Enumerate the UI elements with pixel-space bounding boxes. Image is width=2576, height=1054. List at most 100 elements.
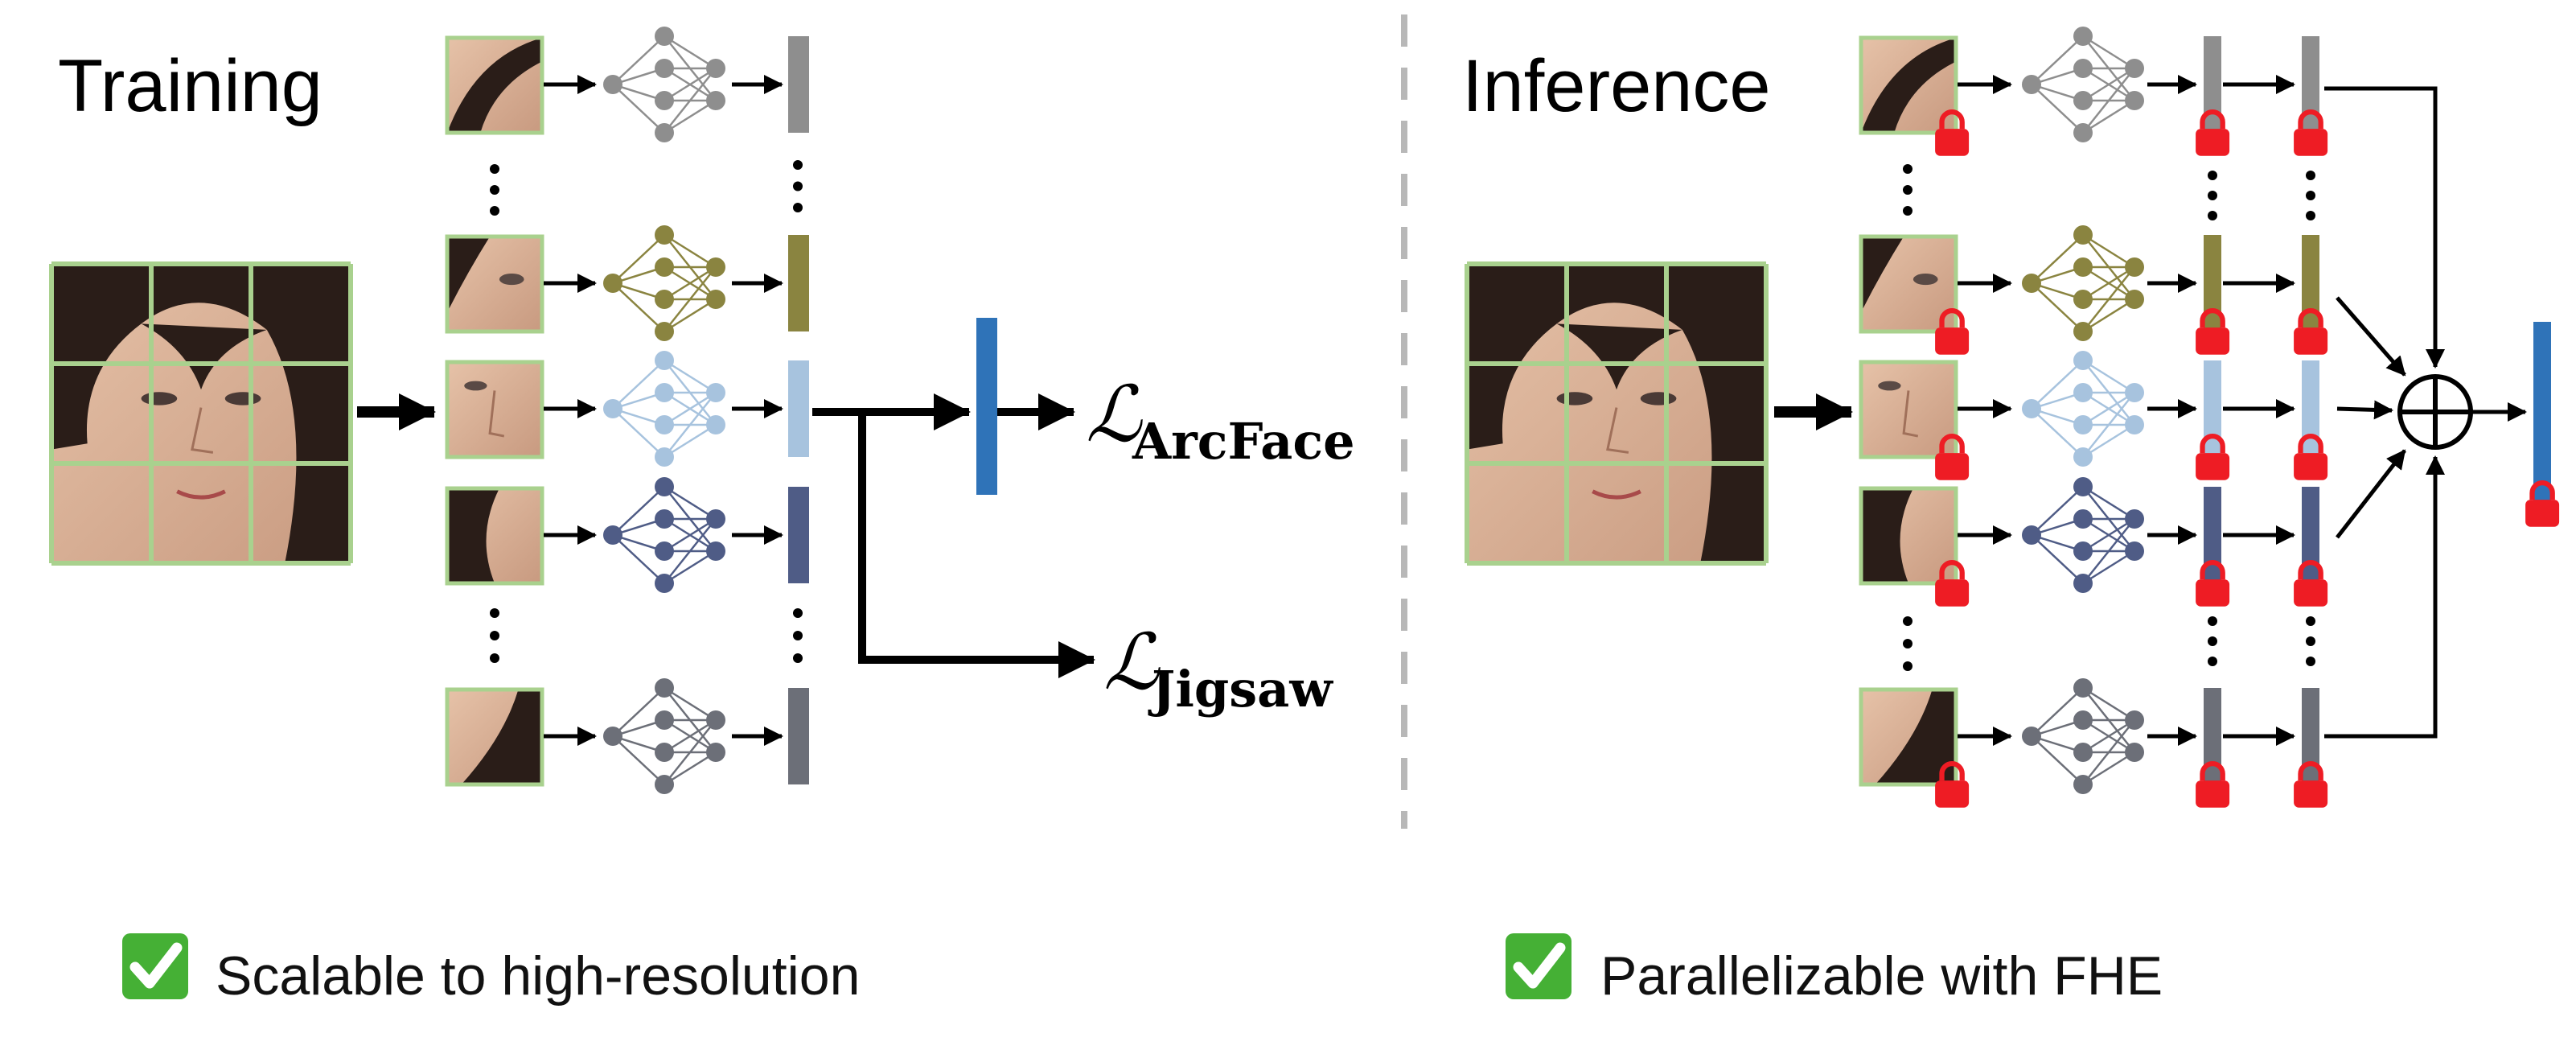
neuron <box>2073 415 2093 434</box>
neural-network-icon <box>2022 225 2144 341</box>
feature-bar <box>788 36 809 133</box>
ellipsis-dot <box>490 206 499 216</box>
neuron <box>706 91 725 110</box>
lock-icon <box>2196 760 2230 808</box>
neuron <box>2125 257 2144 277</box>
neuron <box>706 509 725 529</box>
lock-icon <box>1935 559 1970 607</box>
encrypted-feature-bar <box>2204 688 2221 784</box>
hair <box>51 264 351 563</box>
neuron <box>2073 447 2093 467</box>
training-branch-row <box>445 678 809 794</box>
lightblue-branch-to-sum-arrow <box>2336 400 2393 420</box>
lock-icon <box>2294 307 2328 355</box>
neuron <box>2073 541 2093 561</box>
neuron <box>655 351 674 370</box>
neuron <box>655 322 674 341</box>
neuron <box>603 399 622 418</box>
neuron <box>655 477 674 496</box>
hair <box>1467 264 1766 563</box>
face-patch <box>1859 360 1958 459</box>
lock-icon <box>1935 109 1970 156</box>
neuron <box>655 541 674 561</box>
bangs <box>1556 323 1682 390</box>
ellipsis-dot <box>1903 661 1912 671</box>
neuron <box>2073 775 2093 794</box>
lock-icon <box>2196 433 2230 480</box>
face-patch <box>445 360 544 459</box>
neuron <box>655 290 674 309</box>
lock-icon <box>1935 307 1970 355</box>
ellipsis-dot <box>2208 211 2217 220</box>
lock-icon <box>2294 109 2328 156</box>
neuron <box>2073 27 2093 46</box>
neuron <box>706 383 725 402</box>
neuron <box>655 678 674 698</box>
right-eye <box>224 392 261 406</box>
sum-aggregation <box>2324 86 2551 739</box>
neuron <box>655 59 674 78</box>
lock-icon <box>2196 109 2230 156</box>
training-ellipsis-dots <box>490 160 803 663</box>
ellipsis-dot <box>2208 636 2217 646</box>
face-patch <box>445 486 544 586</box>
neuron <box>2125 59 2144 78</box>
ellipsis-dot <box>1903 639 1912 648</box>
arcface-loss-label: ℒ ArcFace <box>1086 369 1355 471</box>
face-patch <box>1859 35 1958 135</box>
neuron <box>2073 574 2093 593</box>
left-eye <box>1556 392 1593 406</box>
inference-branch-row <box>1859 678 2328 808</box>
neural-network-icon <box>603 27 725 142</box>
face-patch <box>445 687 544 787</box>
neuron <box>2022 274 2041 293</box>
training-branch-row <box>445 351 809 467</box>
neuron <box>2073 509 2093 529</box>
lock-icon <box>2294 760 2328 808</box>
navy-branch-to-sum-arrow <box>2336 449 2406 539</box>
neuron <box>706 710 725 730</box>
neuron <box>655 91 674 110</box>
ellipsis-dot <box>2208 657 2217 666</box>
neuron <box>2073 123 2093 142</box>
ellipsis-dot <box>793 653 803 663</box>
bangs <box>141 323 267 390</box>
ellipsis-dot <box>793 160 803 170</box>
neuron <box>706 290 725 309</box>
lock-icon <box>2294 433 2328 480</box>
left-eye <box>141 392 178 406</box>
neuron <box>2125 91 2144 110</box>
neuron <box>2125 290 2144 309</box>
inference-title: Inference <box>1462 45 1771 127</box>
neuron <box>2073 322 2093 341</box>
face-patch <box>1859 234 1958 334</box>
olive-branch-to-sum-arrow <box>2336 296 2406 377</box>
lock-icon <box>2294 559 2328 607</box>
face-image-grid <box>49 261 353 566</box>
neuron <box>655 225 674 245</box>
global-embedding-bar <box>976 318 997 495</box>
nose <box>191 407 214 454</box>
ellipsis-dot <box>2306 191 2315 200</box>
neuron <box>2073 743 2093 762</box>
transformed-feature-bar <box>2302 360 2319 457</box>
neuron <box>2073 477 2093 496</box>
ellipsis-dot <box>2306 171 2315 180</box>
face-patch <box>445 35 544 135</box>
feature-bar <box>788 487 809 583</box>
ellipsis-dot <box>2208 171 2217 180</box>
ellipsis-dot <box>1903 185 1912 195</box>
ellipsis-dot <box>2208 616 2217 626</box>
neuron <box>655 123 674 142</box>
inference-branches <box>1859 27 2328 808</box>
neural-network-icon <box>2022 477 2144 593</box>
neural-network-icon <box>2022 351 2144 467</box>
neuron <box>2022 399 2041 418</box>
neuron <box>706 59 725 78</box>
inference-caption-row: Parallelizable with FHE <box>1506 933 2163 1007</box>
training-caption-row: Scalable to high-resolution <box>122 933 860 1007</box>
ellipsis-dot <box>1903 616 1912 626</box>
neural-network-icon <box>603 678 725 794</box>
neuron <box>2073 678 2093 698</box>
ellipsis-dot <box>490 653 499 663</box>
